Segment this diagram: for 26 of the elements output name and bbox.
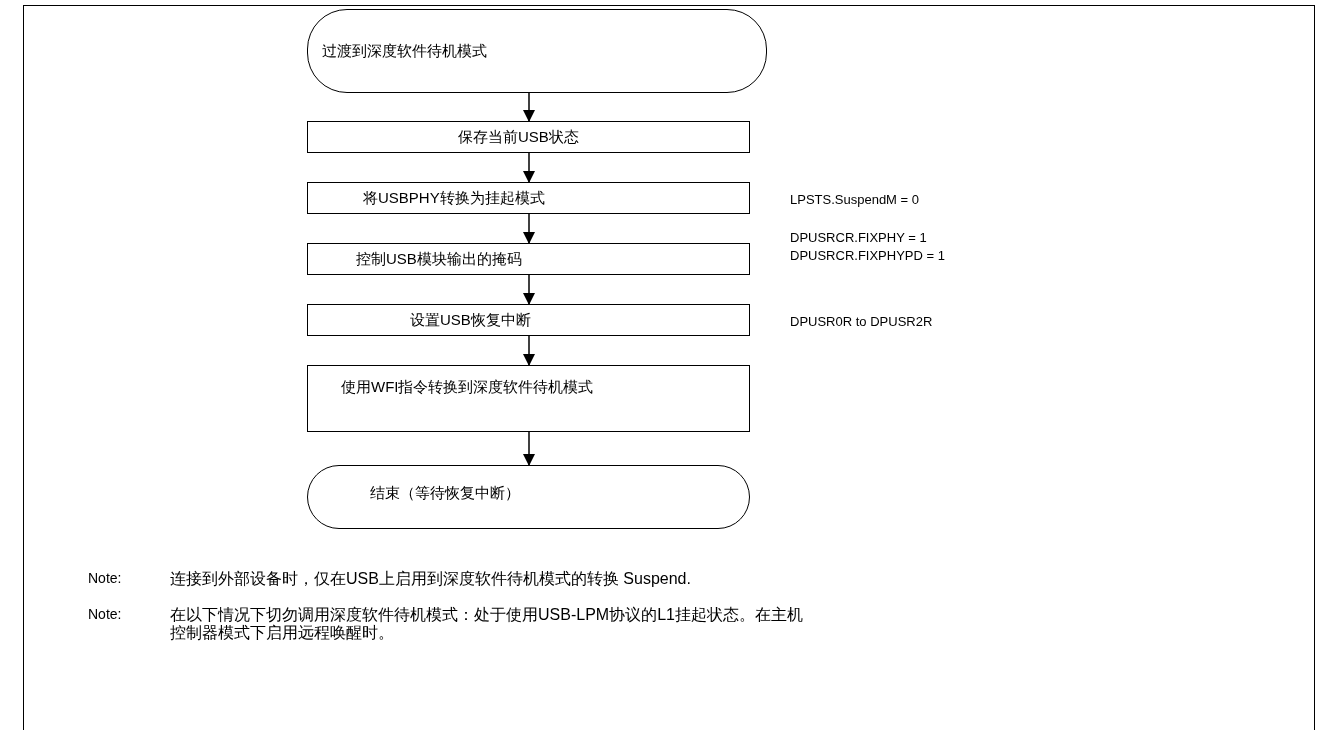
arrow bbox=[523, 335, 535, 366]
node-text: 过渡到深度软件待机模式 bbox=[322, 42, 487, 60]
note-label: Note: bbox=[88, 570, 122, 586]
node-text: 设置USB恢复中断 bbox=[410, 311, 531, 329]
process-box bbox=[307, 365, 750, 432]
node-text: 保存当前USB状态 bbox=[458, 128, 579, 146]
node-text: 控制USB模块输出的掩码 bbox=[356, 250, 522, 268]
register-setting: DPUSR0R to DPUSR2R bbox=[790, 313, 933, 331]
note-text: 连接到外部设备时，仅在USB上启用到深度软件待机模式的转换 Suspend. bbox=[170, 570, 692, 588]
process-box bbox=[307, 304, 750, 336]
process-box bbox=[307, 182, 750, 214]
note-text: 在以下情况下切勿调用深度软件待机模式：处于使用USB-LPM协议的L1挂起状态。在主机控制器模式下启用远程唤醒时。 bbox=[170, 606, 804, 642]
arrow bbox=[523, 152, 535, 183]
register-setting: DPUSRCR.FIXPHY = 1 bbox=[790, 229, 927, 247]
arrow bbox=[523, 274, 535, 305]
process-box bbox=[307, 121, 750, 153]
note-label: Note: bbox=[88, 606, 122, 622]
register-setting: DPUSRCR.FIXPHYPD = 1 bbox=[790, 247, 945, 265]
register-setting: LPSTS.SuspendM = 0 bbox=[790, 191, 919, 209]
node-text: 结束（等待恢复中断） bbox=[370, 484, 520, 502]
node-text: 使用WFI指令转换到深度软件待机模式 bbox=[341, 378, 594, 396]
arrow bbox=[523, 213, 535, 244]
process-box bbox=[307, 243, 750, 275]
arrow bbox=[523, 431, 535, 466]
arrow bbox=[523, 92, 535, 122]
node-text: 将USBPHY转换为挂起模式 bbox=[363, 189, 545, 207]
